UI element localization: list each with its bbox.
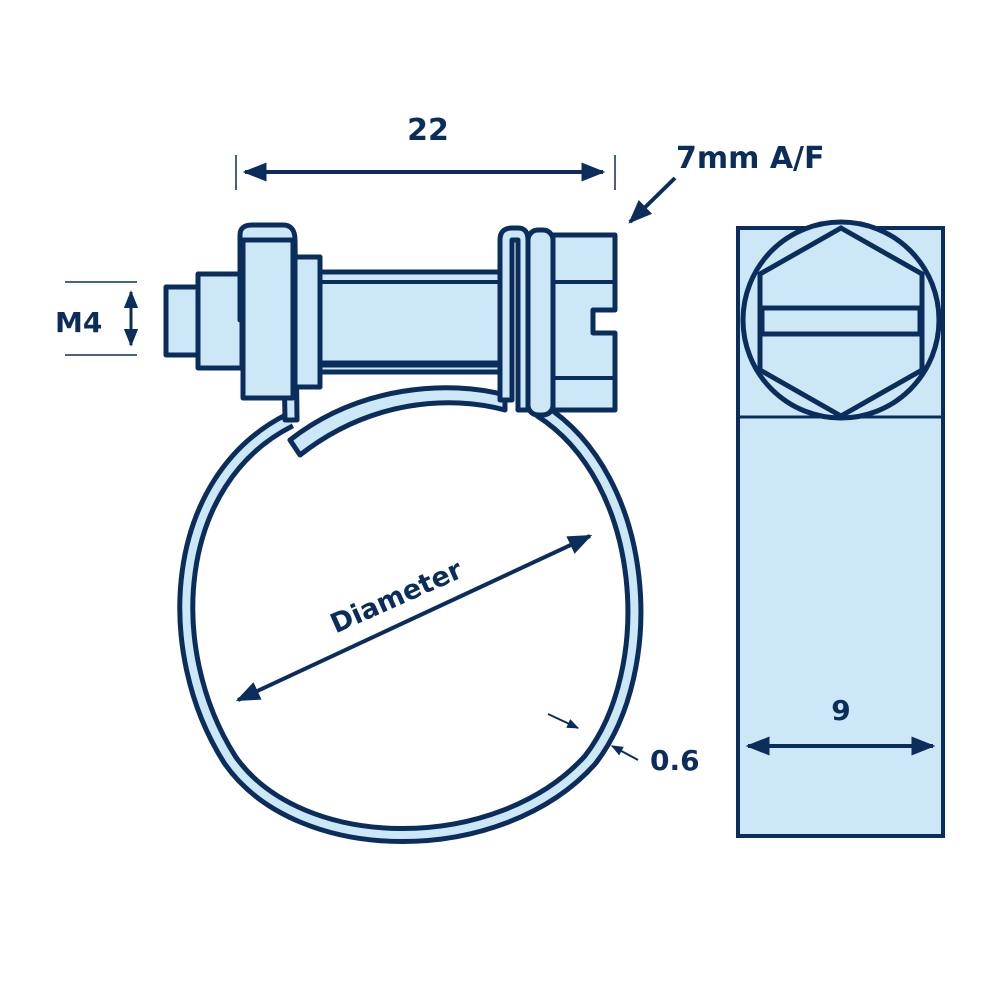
front-view (163, 222, 644, 844)
left-bracket-plate (240, 237, 296, 401)
dimension-thread-m4: M4 (55, 281, 139, 356)
screw-slot (759, 305, 923, 337)
right-bracket-plate (525, 227, 556, 418)
label-9: 9 (831, 694, 850, 727)
bolt-shaft (317, 269, 503, 375)
side-view (736, 219, 945, 838)
nut (195, 271, 245, 371)
label-0-6: 0.6 (650, 744, 700, 777)
label-7mm-af: 7mm A/F (676, 141, 825, 176)
bridge-plate (287, 385, 508, 458)
dimension-thickness: 0.6 (547, 713, 700, 777)
dimension-width-9: 9 (745, 694, 936, 756)
dimension-diameter: Diameter (235, 534, 593, 702)
label-22: 22 (407, 113, 449, 148)
washer (292, 254, 323, 390)
dimension-head-size: 7mm A/F (628, 141, 825, 224)
right-bracket (497, 225, 531, 413)
bolt-head (550, 232, 618, 413)
label-m4: M4 (55, 306, 102, 339)
dimension-width-22: 22 (235, 113, 616, 190)
band-ring (177, 402, 644, 844)
